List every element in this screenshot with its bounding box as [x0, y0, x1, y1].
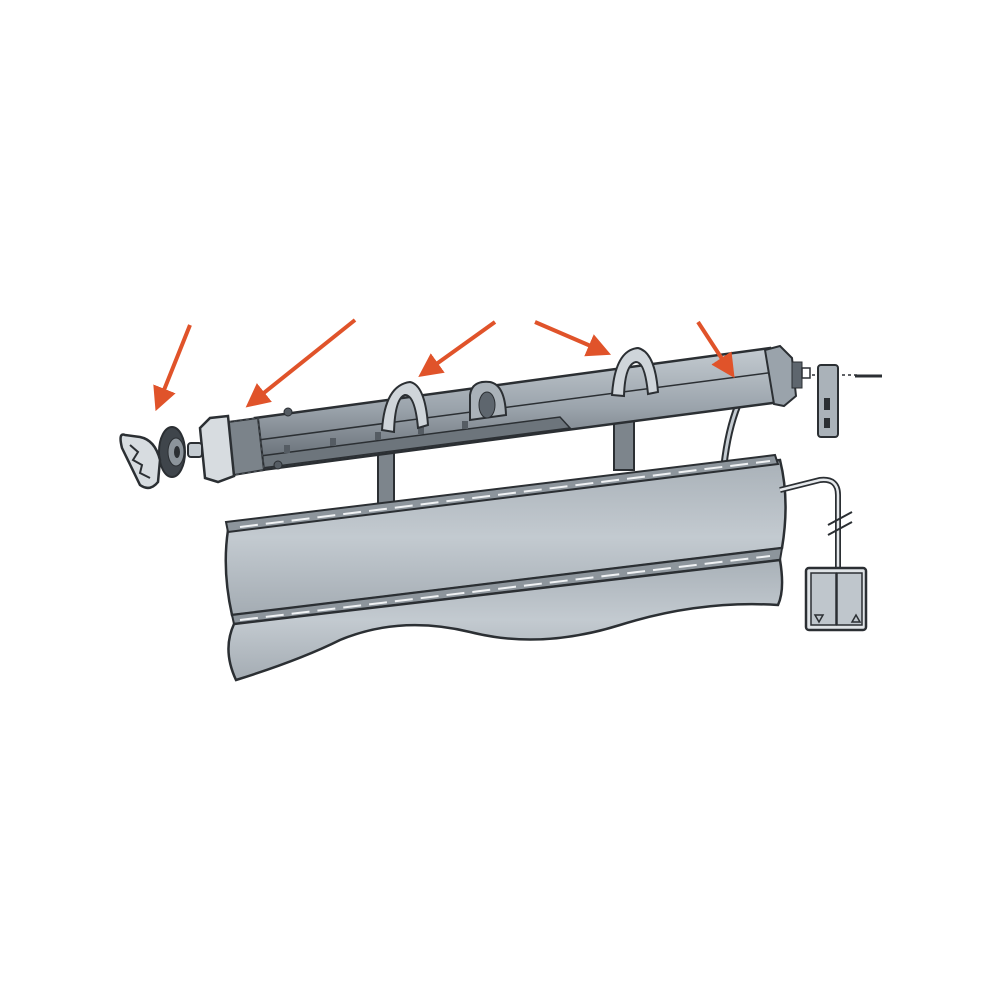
wall-bracket — [812, 364, 882, 438]
strap-clip-right — [610, 346, 660, 398]
arrow-clip — [418, 320, 497, 377]
motor-crown — [763, 344, 811, 408]
end-cap — [119, 433, 162, 490]
switch-up-button[interactable] — [836, 572, 863, 626]
motor-tube — [253, 346, 782, 472]
drive-adapter — [469, 380, 508, 422]
cable-break-mark — [827, 511, 853, 536]
arrow-adapter — [534, 320, 612, 357]
up-triangle-icon — [850, 613, 862, 623]
shutter-slats — [224, 453, 787, 682]
arrow-motor-head — [245, 318, 357, 408]
motor-head — [187, 414, 266, 484]
bearing — [158, 426, 186, 478]
arrow-tube — [696, 320, 735, 379]
motor-shaft — [187, 442, 203, 458]
support-post-right — [613, 417, 635, 471]
strap-clip-left — [380, 380, 430, 434]
wall-switch[interactable] — [804, 566, 868, 632]
switch-down-button[interactable] — [810, 572, 837, 626]
arrow-end-cap — [153, 324, 192, 412]
down-triangle-icon — [813, 614, 825, 624]
